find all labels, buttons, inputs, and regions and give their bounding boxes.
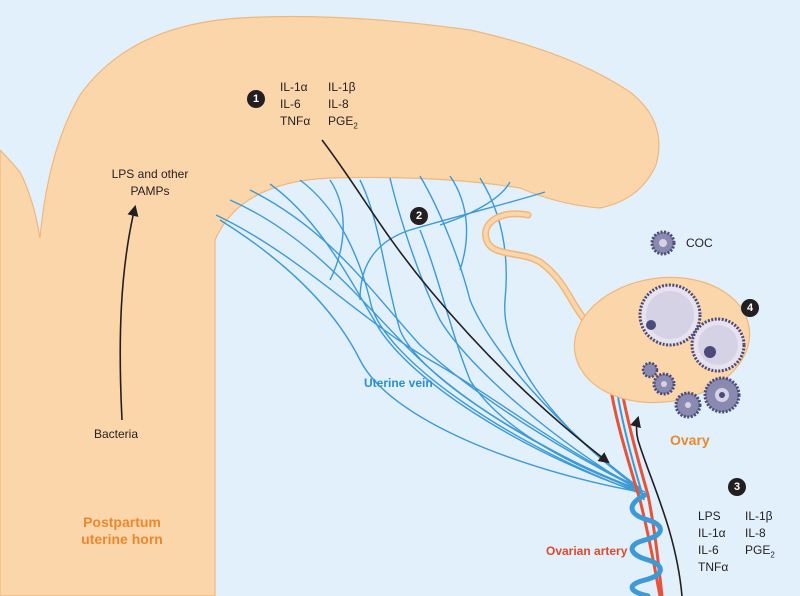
mediators-3-col1: LPS IL-1α IL-6 TNFα	[698, 508, 728, 576]
systemic-arrow	[630, 415, 683, 596]
mediator-item: TNFα	[698, 560, 729, 574]
mediator-item: LPS	[698, 509, 721, 523]
mediator-item: IL-8	[328, 97, 349, 111]
uterine-vein-label: Uterine vein	[364, 376, 433, 390]
mediators-1-col2: IL-1β IL-8 PGE2	[328, 79, 358, 134]
follicles	[638, 283, 746, 419]
mediator-item: TNFα	[280, 114, 311, 128]
oviduct	[482, 210, 589, 324]
mediator-item: PGE2	[745, 543, 775, 560]
ovarian-artery-label: Ovarian artery	[546, 544, 628, 558]
mediators-3-col2: IL-1β IL-8 PGE2	[745, 508, 775, 563]
mediator-item: IL-1β	[745, 509, 773, 523]
uterine-horn-label: Postpartum uterine horn	[81, 514, 163, 547]
ovary-label: Ovary	[670, 432, 710, 448]
coc-icon	[650, 230, 676, 256]
badge-3: 3	[728, 478, 746, 496]
bacteria-label: Bacteria	[94, 427, 139, 441]
coc-label: COC	[686, 236, 713, 250]
badge-2: 2	[410, 207, 428, 225]
mediator-item: IL-6	[280, 97, 301, 111]
mediator-item: PGE2	[328, 114, 358, 131]
uterine-horn-shape	[0, 15, 660, 596]
mediator-item: IL-1α	[698, 526, 726, 540]
mediator-item: IL-1β	[328, 80, 356, 94]
mediators-1-col1: IL-1α IL-6 TNFα	[280, 79, 310, 130]
mediator-item: IL-1α	[280, 80, 308, 94]
badge-4: 4	[741, 299, 759, 317]
mediator-item: IL-6	[698, 543, 719, 557]
pamps-label: LPS and other PAMPs	[111, 167, 189, 198]
mediator-arrow	[321, 139, 610, 464]
mediator-item: IL-8	[745, 526, 766, 540]
coiled-artery	[629, 492, 663, 596]
badge-1: 1	[247, 90, 265, 108]
bacteria-arrow	[119, 204, 139, 421]
